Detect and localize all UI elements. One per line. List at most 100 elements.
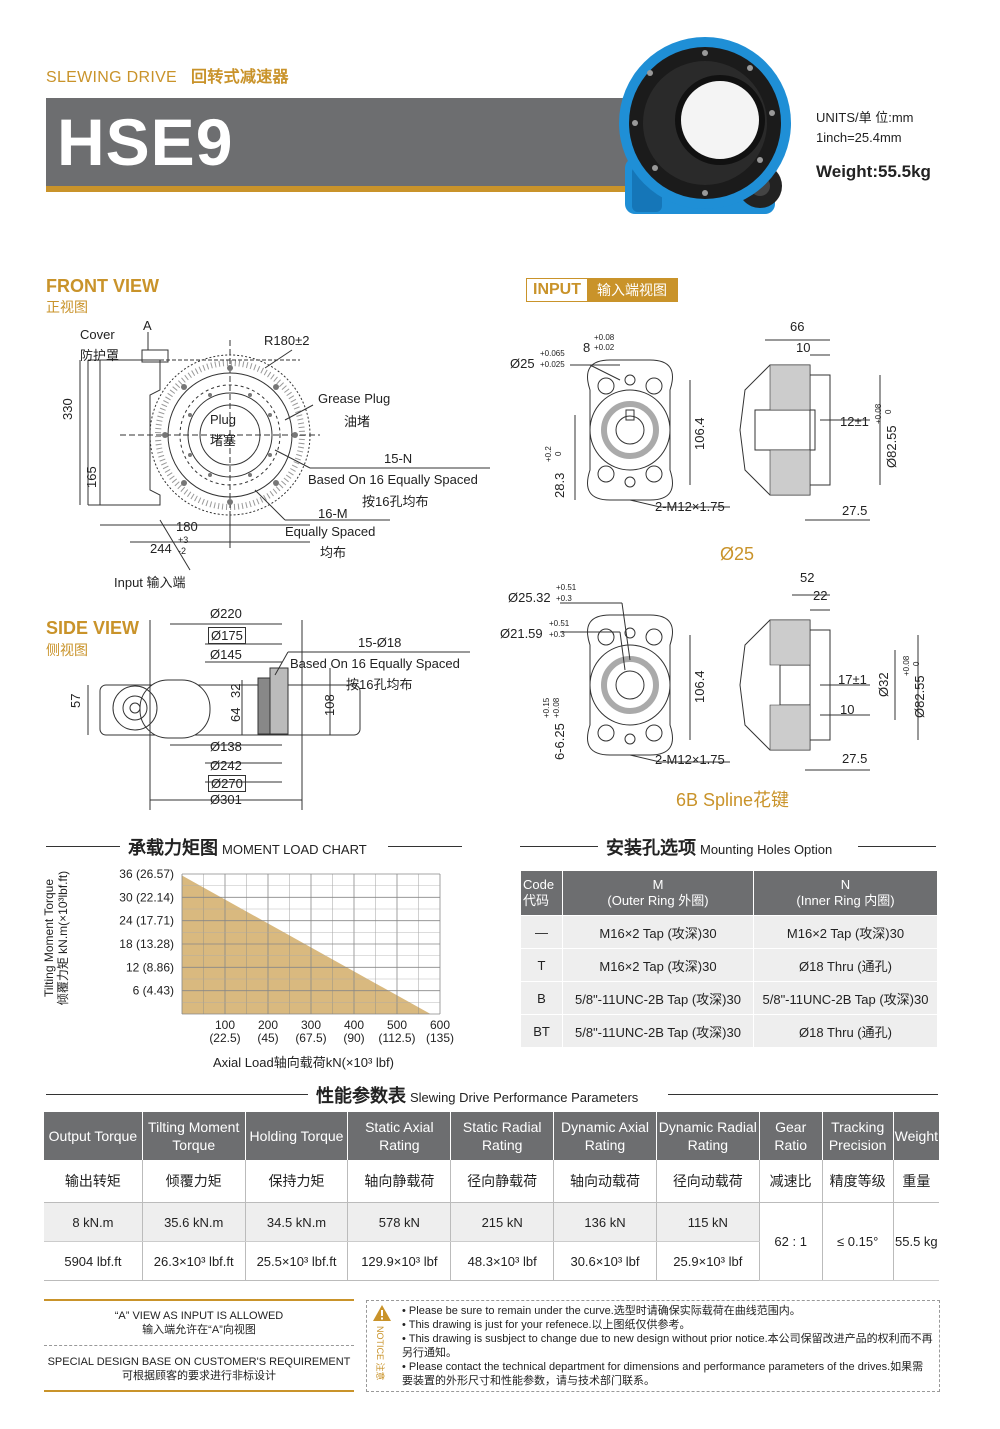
label-holes-m: 16-M bbox=[318, 506, 348, 521]
moment-load-chart: 6 (4.43)12 (8.86)18 (13.28)24 (17.71)30 … bbox=[119, 867, 454, 1045]
perf-cn-cell: 轴向动载荷 bbox=[553, 1160, 657, 1203]
h28-tol2: 0 bbox=[554, 451, 563, 456]
footer-a-view: “A” VIEW AS INPUT IS ALLOWED 输入端允许在“A”向视… bbox=[44, 1309, 354, 1337]
w8-tol1: +0.08 bbox=[594, 333, 615, 342]
perf-imperial-cell: 48.3×10³ lbf bbox=[450, 1241, 555, 1281]
label-based-on: Based On 16 Equally Spaced bbox=[308, 472, 478, 487]
notice-text: Please be sure to remain under the curve… bbox=[408, 1305, 801, 1317]
perf-metric-cell: 215 kN bbox=[450, 1202, 555, 1242]
perf-weight: 55.5 kg bbox=[893, 1202, 939, 1281]
w12-label: 12±1 bbox=[840, 414, 869, 429]
mh-m: M(Outer Ring 外圈) bbox=[562, 870, 754, 916]
x-tick-label: 400 bbox=[344, 1018, 364, 1032]
x-tick-label-imperial: (22.5) bbox=[209, 1031, 240, 1045]
notice-text: This drawing is just for your refenece.以… bbox=[408, 1319, 691, 1331]
perf-header-line-right bbox=[668, 1094, 938, 1095]
h28-tol1: +0.2 bbox=[544, 446, 553, 462]
spline-tol2: +0.08 bbox=[552, 697, 561, 718]
h106-label: 106.4 bbox=[692, 417, 707, 450]
x-tick-label: 500 bbox=[387, 1018, 407, 1032]
tap2-label: 2-M12×1.75 bbox=[655, 752, 725, 767]
w27-2-label: 27.5 bbox=[842, 751, 868, 766]
mh-n-sub: (Inner Ring 内圈) bbox=[796, 893, 895, 908]
side-view-title-cn: 侧视图 bbox=[46, 642, 88, 658]
d32-label: Ø32 bbox=[876, 672, 891, 697]
input-tag-cn: 输入端视图 bbox=[587, 279, 677, 301]
perf-col-header: Holding Torque bbox=[245, 1112, 349, 1160]
h28-label: 28.3 bbox=[552, 472, 567, 498]
perf-metric-cell: 115 kN bbox=[656, 1202, 760, 1242]
title-banner-accent bbox=[46, 186, 662, 192]
d2159-tol2: +0.3 bbox=[549, 630, 565, 639]
footer-special-en: SPECIAL DESIGN BASE ON CUSTOMER'S REQUIR… bbox=[47, 1356, 351, 1368]
perf-col-header: Dynamic Axial Rating bbox=[553, 1112, 657, 1160]
chart-ylabel-cn: 倾覆力矩 kN.m(×10³lbf.ft) bbox=[56, 870, 70, 1006]
label-equally: Equally Spaced bbox=[285, 524, 376, 539]
d82-2-tol2: 0 bbox=[912, 661, 921, 666]
dim-330: 330 bbox=[60, 398, 75, 420]
dim-d220: Ø220 bbox=[210, 606, 242, 621]
chart-ylabel: Tilting Moment Torque 倾覆力矩 kN.m(×10³lbf.… bbox=[42, 863, 70, 1013]
perf-col-header: Static Radial Rating bbox=[450, 1112, 555, 1160]
w22-label: 22 bbox=[813, 588, 828, 603]
d82-2-tol1: +0.08 bbox=[902, 655, 911, 676]
perf-cn-cell: 径向动载荷 bbox=[656, 1160, 760, 1203]
mh-code-cell: BT bbox=[520, 1014, 563, 1048]
footer-divider bbox=[44, 1345, 354, 1346]
mh-n-cell: 5/8"-11UNC-2B Tap (攻深)30 bbox=[753, 981, 938, 1015]
perf-col-header: Tilting Moment Torque bbox=[142, 1112, 246, 1160]
perf-title-en: Slewing Drive Performance Parameters bbox=[410, 1090, 639, 1105]
w27-label: 27.5 bbox=[842, 503, 868, 518]
mh-code-cell: — bbox=[520, 915, 563, 949]
label-cover: Cover bbox=[80, 327, 115, 342]
perf-metric-cell: 8 kN.m bbox=[44, 1202, 143, 1242]
perf-cn-cell: 保持力矩 bbox=[245, 1160, 349, 1203]
perf-gear-ratio: 62 : 1 bbox=[759, 1202, 823, 1281]
product-image bbox=[619, 37, 791, 214]
x-tick-label: 100 bbox=[215, 1018, 235, 1032]
label-side-based-on-cn: 按16孔均布 bbox=[346, 677, 413, 692]
mh-n-label: N bbox=[840, 877, 851, 892]
label-input: Input 输入端 bbox=[114, 575, 186, 590]
mh-n-cell: Ø18 Thru (通孔) bbox=[753, 948, 938, 982]
mh-code-cn: 代码 bbox=[523, 893, 550, 908]
x-tick-label-imperial: (45) bbox=[257, 1031, 278, 1045]
chart-header-line-right bbox=[388, 846, 462, 847]
notice-box bbox=[366, 1300, 940, 1392]
perf-col-header: Output Torque bbox=[44, 1112, 143, 1160]
x-tick-label-imperial: (90) bbox=[343, 1031, 364, 1045]
mh-code-en: Code bbox=[523, 877, 555, 892]
chart-header-line-left bbox=[46, 846, 120, 847]
label-grease: Grease Plug bbox=[318, 391, 391, 406]
d25-label: Ø25 bbox=[510, 356, 535, 371]
perf-cn-cell: 轴向静载荷 bbox=[347, 1160, 452, 1203]
label-plug: Plug bbox=[210, 412, 237, 427]
mount-header: 安装孔选项 Mounting Holes Option bbox=[606, 834, 832, 860]
x-tick-label: 600 bbox=[430, 1018, 450, 1032]
input-tag-en: INPUT bbox=[533, 281, 581, 298]
perf-tracking: ≤ 0.15° bbox=[822, 1202, 894, 1281]
model-name: HSE9 bbox=[57, 105, 234, 179]
weight-label: Weight:55.5kg bbox=[816, 162, 931, 181]
perf-title-cn: 性能参数表 bbox=[316, 1086, 406, 1106]
footer-a-view-en: “A” VIEW AS INPUT IS ALLOWED bbox=[114, 1310, 284, 1322]
y-tick-label: 6 (4.43) bbox=[133, 984, 174, 998]
mount-title-en: Mounting Holes Option bbox=[700, 842, 833, 857]
mount-title-cn: 安装孔选项 bbox=[606, 838, 696, 858]
perf-cn-cell: 输出转矩 bbox=[44, 1160, 143, 1203]
mount-header-line-left bbox=[520, 846, 598, 847]
warning-icon bbox=[373, 1305, 391, 1321]
label-holes-d18: 15-Ø18 bbox=[358, 635, 402, 650]
perf-imperial-cell: 30.6×10³ lbf bbox=[553, 1241, 657, 1281]
perf-imperial-cell: 26.3×10³ lbf.ft bbox=[142, 1241, 246, 1281]
perf-metric-cell: 34.5 kN.m bbox=[245, 1202, 349, 1242]
label-side-based-on: Based On 16 Equally Spaced bbox=[290, 656, 460, 671]
d82-2-label: Ø82.55 bbox=[912, 675, 927, 718]
perf-metric-cell: 35.6 kN.m bbox=[142, 1202, 246, 1242]
perf-header-row: Output Torque Tilting Moment Torque Hold… bbox=[44, 1112, 939, 1160]
